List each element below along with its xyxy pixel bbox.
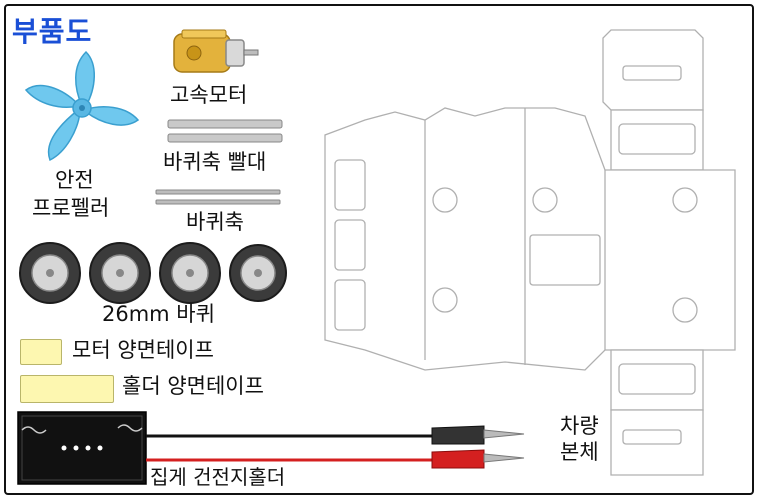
wheel-icon xyxy=(19,242,81,304)
motor-tape-swatch xyxy=(20,339,62,365)
battery-holder-label: 집게 건전지홀더 xyxy=(150,465,286,489)
holder-tape-label: 홀더 양면테이프 xyxy=(122,374,264,398)
car-body-net-icon xyxy=(324,29,736,476)
motor-icon xyxy=(173,29,259,73)
alligator-clip-icon xyxy=(431,449,525,469)
motor-tape-label: 모터 양면테이프 xyxy=(72,338,214,362)
wheel-icon xyxy=(89,242,151,304)
straw-rods-icon xyxy=(167,119,283,143)
car-body-label-line2: 본체 xyxy=(560,440,599,464)
axle-rods-icon xyxy=(155,189,281,205)
wheels-group xyxy=(19,242,287,304)
motor-label: 고속모터 xyxy=(170,83,248,107)
alligator-clip-icon xyxy=(431,425,525,445)
wheel-icon xyxy=(159,242,221,304)
battery-holder-assembly xyxy=(17,411,525,485)
propeller-label-line1: 안전 xyxy=(55,168,94,192)
battery-holder-icon xyxy=(17,411,147,485)
holder-tape-swatch xyxy=(20,375,114,403)
diagram-title: 부품도 xyxy=(12,15,93,48)
car-body-label-line1: 차량 xyxy=(560,414,599,438)
propeller-label-line2: 프로펠러 xyxy=(32,196,110,220)
axle-label: 바퀴축 xyxy=(186,210,244,234)
propeller-icon xyxy=(24,50,140,162)
wheels-label: 26mm 바퀴 xyxy=(102,302,215,326)
straw-label: 바퀴축 빨대 xyxy=(163,150,267,174)
wheel-icon xyxy=(229,244,287,302)
